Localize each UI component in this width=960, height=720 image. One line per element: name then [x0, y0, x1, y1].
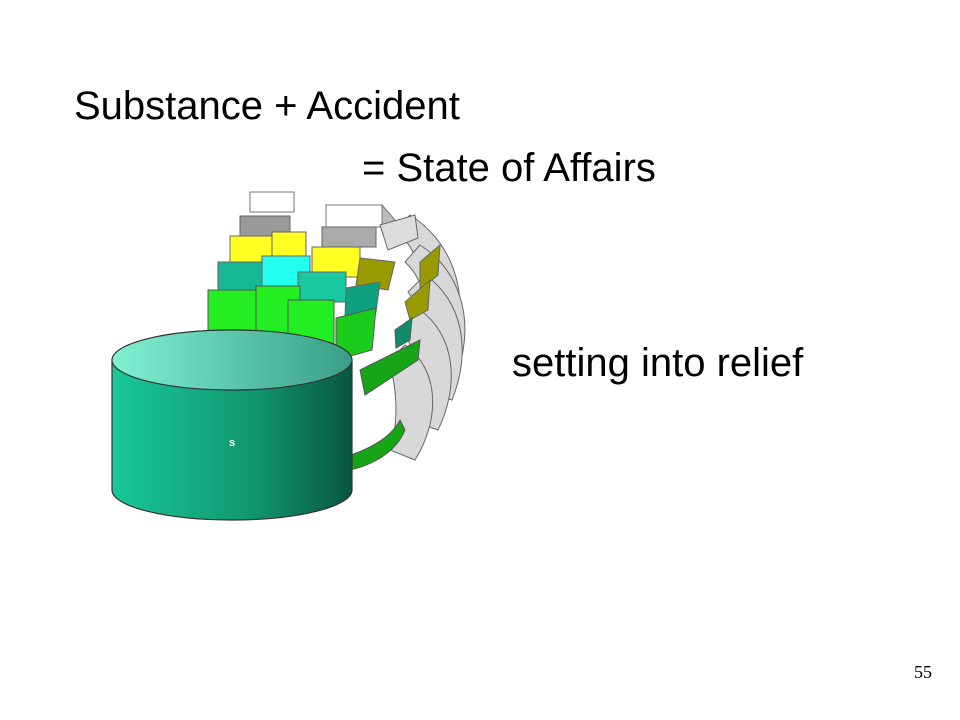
- substance-cylinder: s: [111, 329, 353, 521]
- olive-arrow-2: [404, 278, 431, 321]
- yellow-row-blocks: [229, 231, 441, 292]
- olive-side-1: [355, 257, 396, 291]
- cylinder-top: [111, 329, 353, 391]
- block-white-top: [249, 191, 295, 213]
- cylinder-body: [111, 359, 353, 521]
- grey-arrow-1: [379, 214, 419, 251]
- block-white-2: [325, 204, 383, 228]
- cylinder-label: s: [229, 437, 235, 449]
- title-line-2: = State of Affairs: [362, 146, 656, 190]
- block-grey-2: [321, 226, 377, 248]
- title-line-1: Substance + Accident: [74, 84, 460, 128]
- teal-arrow: [394, 316, 413, 349]
- block-teal-2: [297, 271, 347, 303]
- back-row-blocks: [239, 191, 419, 251]
- slide-number: 55: [914, 662, 932, 682]
- block-yellow-2: [271, 231, 307, 261]
- caption-setting-into-relief: setting into relief: [512, 341, 804, 385]
- olive-arrow-1: [419, 243, 441, 292]
- green-arrow: [359, 339, 421, 396]
